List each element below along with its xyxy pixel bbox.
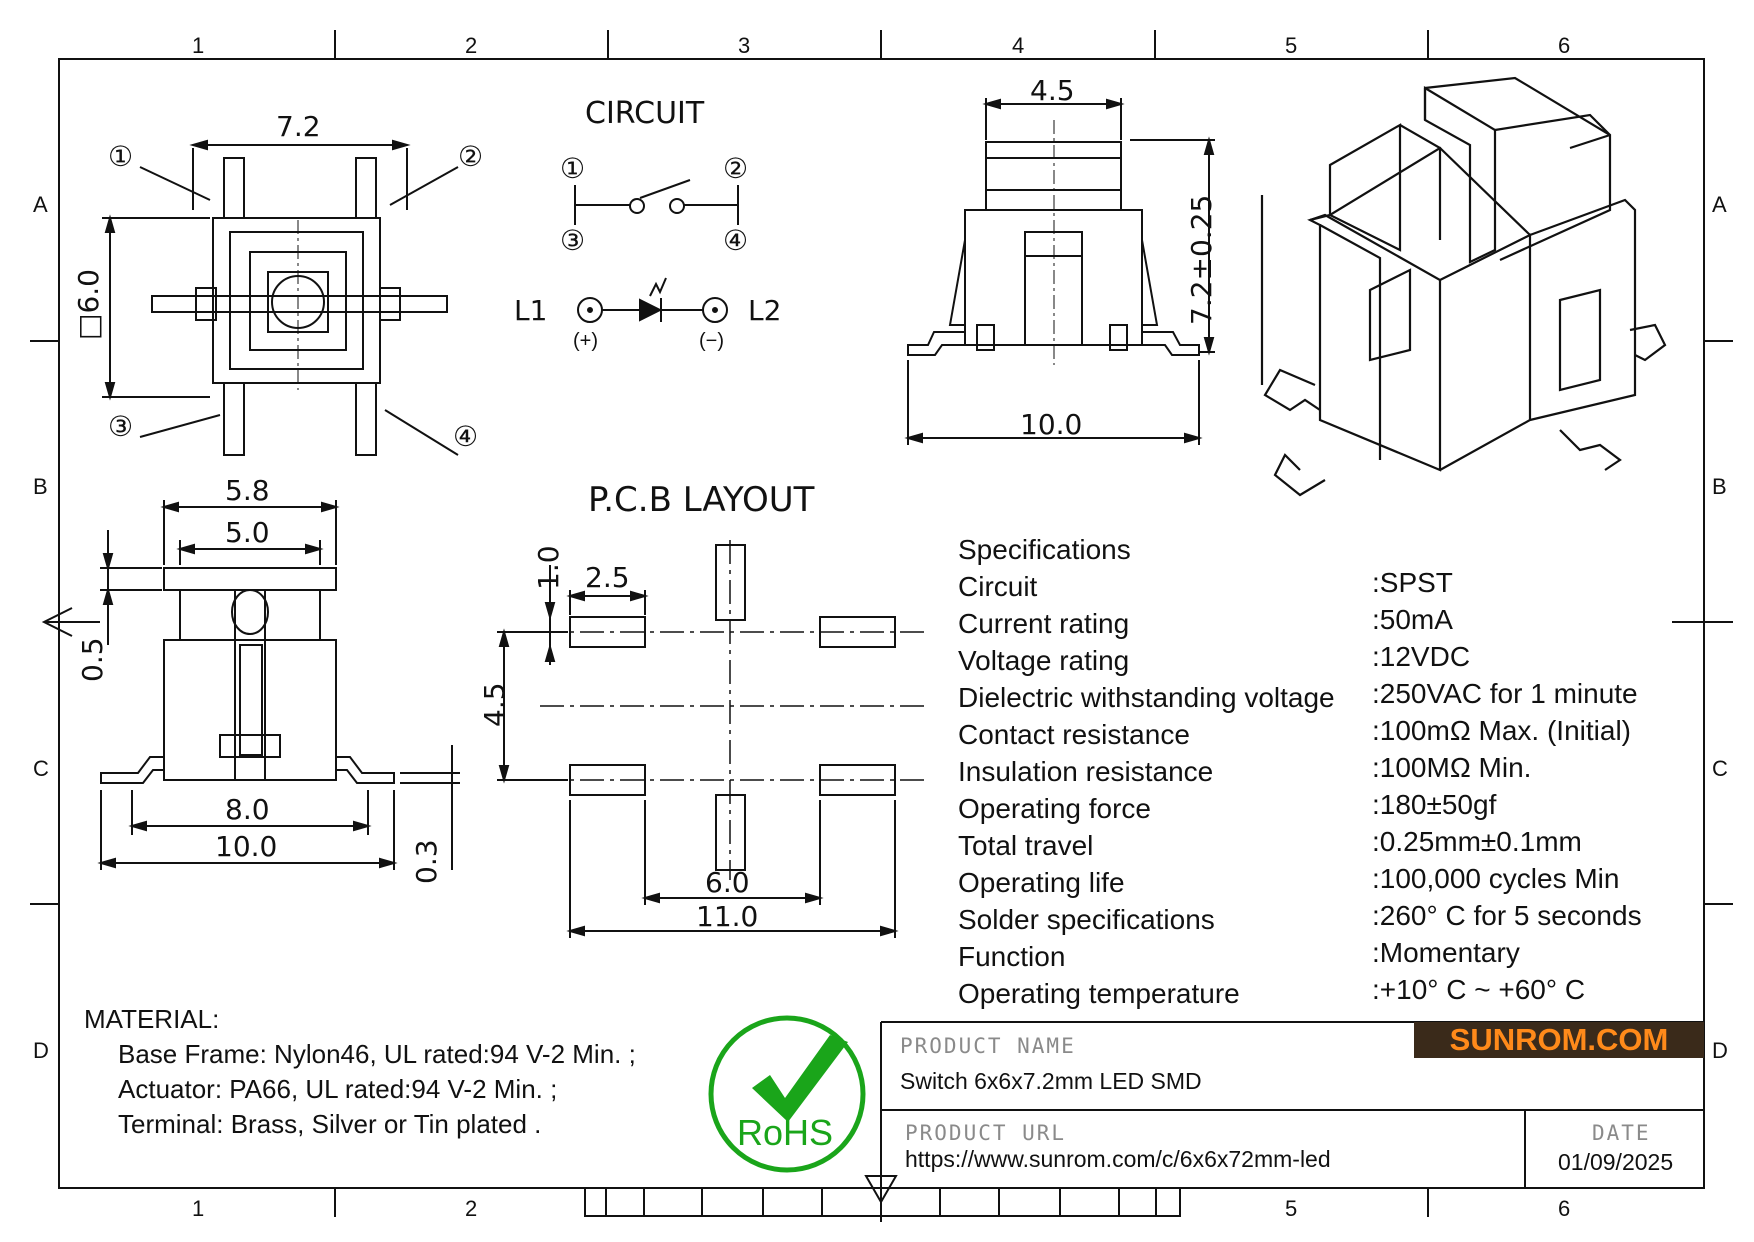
pin-4-label: ④ [453, 420, 479, 453]
date-value: 01/09/2025 [1558, 1149, 1674, 1175]
dim-8-0: 8.0 [225, 793, 270, 826]
spec-value: :100MΩ Min. [1372, 752, 1532, 783]
material-line: Terminal: Brass, Silver or Tin plated . [118, 1109, 542, 1139]
sunrom-logo[interactable]: SUNROM.COM [1414, 1022, 1704, 1058]
circuit-l1: L1 [514, 294, 548, 327]
pcb-title: P.C.B LAYOUT [588, 480, 815, 520]
dim-pcb-6-0: 6.0 [705, 866, 750, 899]
spec-value: :250VAC for 1 minute [1372, 678, 1638, 709]
drawing-frame [58, 58, 1705, 1189]
dim-height-7-2: 7.2±0.25 [1185, 194, 1218, 325]
dim-base-10-0: 10.0 [1020, 408, 1083, 441]
circuit-pin-2: ② [723, 152, 749, 185]
spec-value: :100,000 cycles Min [1372, 863, 1620, 894]
spec-value: :100mΩ Max. (Initial) [1372, 715, 1631, 746]
dim-0-3: 0.3 [410, 839, 443, 884]
grid-row-label: A [33, 192, 48, 217]
specs-heading: Specifications [958, 534, 1131, 565]
grid-col-label: 4 [1012, 33, 1025, 58]
grid-col-label: 1 [192, 33, 205, 58]
dim-pcb-11-0: 11.0 [696, 900, 759, 933]
circuit-drawing [574, 179, 739, 323]
spec-name: Total travel [958, 830, 1094, 861]
spec-value: :260° C for 5 seconds [1372, 900, 1642, 931]
product-name: Switch 6x6x7.2mm LED SMD [900, 1068, 1202, 1094]
circuit-plus: (+) [573, 330, 598, 352]
spec-name: Dielectric withstanding voltage [958, 682, 1335, 713]
spec-name: Circuit [958, 571, 1038, 602]
grid-col-label: 1 [192, 1196, 205, 1221]
grid-row-label: D [33, 1038, 49, 1063]
grid-row-label: A [1712, 192, 1727, 217]
spec-name: Solder specifications [958, 904, 1215, 935]
grid-row-label: B [1712, 474, 1727, 499]
spec-name: Contact resistance [958, 719, 1190, 750]
grid-col-label: 2 [465, 33, 478, 58]
grid-col-label: 5 [1285, 1196, 1298, 1221]
dim-width-4-5: 4.5 [1030, 74, 1075, 107]
pcb-layout-drawing [497, 540, 925, 938]
grid-row-label: C [1712, 756, 1728, 781]
pin-2-label: ② [458, 140, 484, 173]
front-view-drawing [97, 500, 460, 870]
dim-pcb-4-5: 4.5 [478, 682, 511, 727]
spec-name: Voltage rating [958, 645, 1130, 676]
dim-5-0: 5.0 [225, 516, 270, 549]
circuit-pin-1: ① [560, 152, 586, 185]
material-heading: MATERIAL: [84, 1004, 220, 1034]
pin-3-label: ③ [108, 410, 134, 443]
spec-name: Function [958, 941, 1066, 972]
spec-name: Current rating [958, 608, 1130, 639]
grid-col-label: 2 [465, 1196, 478, 1221]
spec-value: :+10° C ~ +60° C [1372, 974, 1586, 1005]
dim-5-8: 5.8 [225, 474, 270, 507]
date-label: DATE [1592, 1121, 1651, 1145]
circuit-l2: L2 [748, 294, 782, 327]
side-view-drawing [904, 98, 1215, 445]
pin-1-label: ① [108, 140, 134, 173]
circuit-pin-4: ④ [723, 224, 749, 257]
product-url-label: PRODUCT URL [905, 1121, 1067, 1145]
spec-value: :SPST [1372, 567, 1453, 598]
dim-10-0: 10.0 [215, 830, 278, 863]
rohs-label: RoHS [737, 1112, 834, 1153]
dim-pcb-2-5: 2.5 [585, 561, 630, 594]
dim-side-6-0: □6.0 [72, 269, 105, 340]
spec-name: Operating temperature [958, 978, 1240, 1009]
grid-col-label: 6 [1558, 33, 1571, 58]
product-name-label: PRODUCT NAME [900, 1034, 1076, 1058]
grid-row-label: D [1712, 1038, 1728, 1063]
circuit-pin-3: ③ [560, 224, 586, 257]
isometric-drawing [1260, 76, 1667, 497]
spec-value: :Momentary [1372, 937, 1520, 968]
circuit-title: CIRCUIT [585, 96, 705, 131]
circuit-minus: (−) [699, 330, 724, 352]
dim-0-5: 0.5 [76, 637, 109, 682]
spec-name: Operating life [958, 867, 1125, 898]
grid-row-label: C [33, 756, 49, 781]
spec-value: :12VDC [1372, 641, 1471, 672]
grid-col-label: 6 [1558, 1196, 1571, 1221]
material-line: Actuator: PA66, UL rated:94 V-2 Min. ; [118, 1074, 558, 1104]
dim-width-7-2: 7.2 [276, 110, 321, 143]
top-view-drawing [102, 139, 459, 456]
spec-value: :0.25mm±0.1mm [1372, 826, 1582, 857]
dim-pcb-1-0: 1.0 [532, 545, 565, 590]
spec-name: Insulation resistance [958, 756, 1214, 787]
rohs-badge [708, 1015, 866, 1173]
spec-name: Operating force [958, 793, 1151, 824]
material-line: Base Frame: Nylon46, UL rated:94 V-2 Min… [118, 1039, 636, 1069]
product-url-link[interactable]: https://www.sunrom.com/c/6x6x72mm-led [905, 1146, 1331, 1172]
spec-value: :180±50gf [1372, 789, 1497, 820]
grid-col-label: 3 [738, 33, 751, 58]
grid-row-label: B [33, 474, 48, 499]
grid-col-label: 5 [1285, 33, 1298, 58]
spec-value: :50mA [1372, 604, 1453, 635]
